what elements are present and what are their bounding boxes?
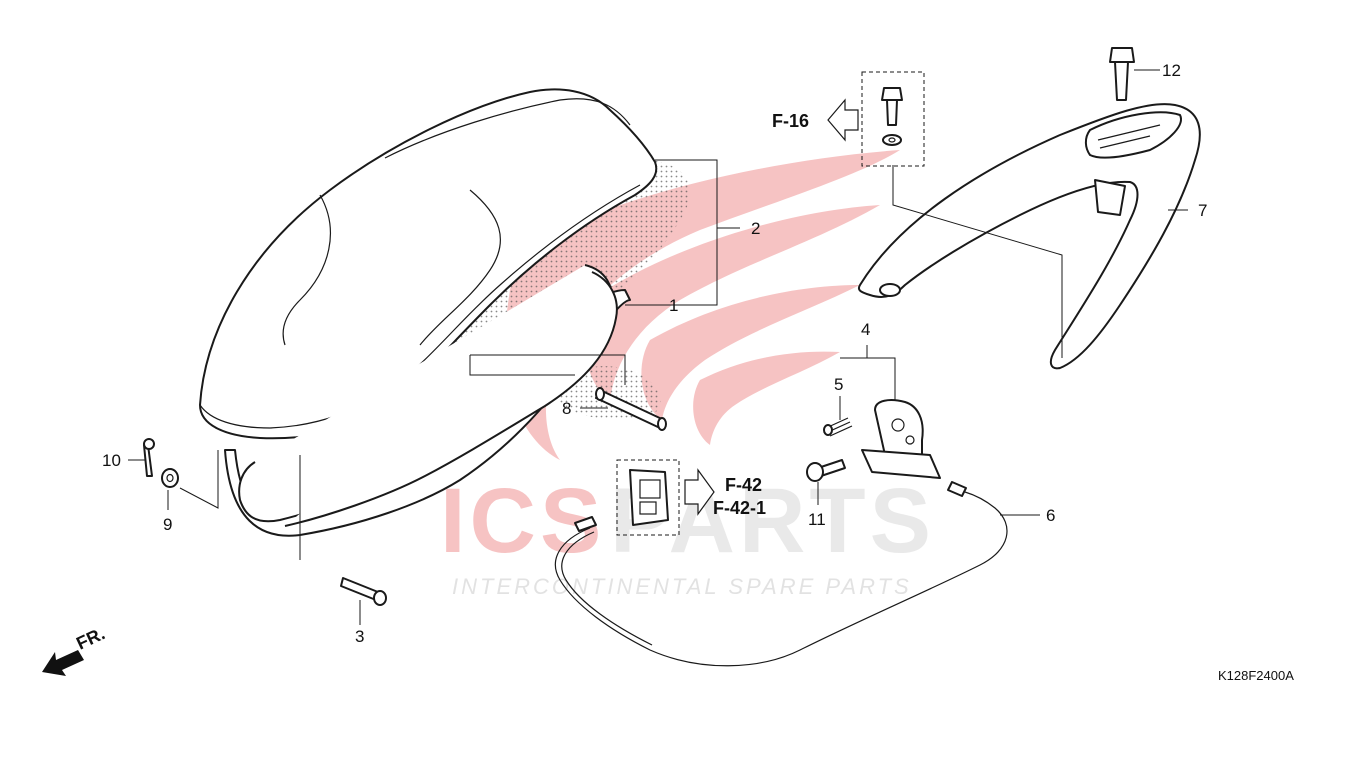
front-indicator: FR.: [42, 623, 108, 676]
seat-seal-strip-inner: [284, 271, 618, 527]
seat-contour-front: [282, 194, 331, 346]
reference-arrow-right-icon: [684, 468, 715, 516]
washer: [161, 468, 179, 488]
callout-12: 12: [1162, 61, 1181, 80]
reference-f16-label[interactable]: F-16: [772, 111, 809, 131]
front-direction-arrow-icon: [42, 650, 84, 676]
diagram-code: K128F2400A: [1218, 668, 1294, 683]
rail-mount-hardware: [861, 71, 925, 167]
callout-1: 1: [669, 296, 678, 315]
callout-10: 10: [102, 451, 121, 470]
callout-numbers: 1 2 3 4 5 6 7 8 9 10 11 12: [102, 61, 1207, 646]
front-label: FR.: [73, 623, 108, 653]
reference-f42[interactable]: F-42 F-42-1: [684, 468, 766, 518]
callout-7: 7: [1198, 201, 1207, 220]
callout-5: 5: [834, 375, 843, 394]
release-cable: [554, 481, 1008, 667]
tagline-text: INTERCONTINENTAL SPARE PARTS: [452, 574, 912, 599]
hinge-bolt: [340, 577, 387, 606]
callout-2: 2: [751, 219, 760, 238]
cotter-pin: [143, 438, 155, 477]
seat-assembly: [199, 88, 690, 537]
callout-6: 6: [1046, 506, 1055, 525]
latch-spring: [823, 417, 853, 437]
seat-contour-mid: [419, 189, 501, 346]
seat-stitch-line: [384, 98, 631, 159]
latch-bolt: [806, 459, 846, 482]
leader-lines: [128, 69, 1188, 625]
reference-arrow-left-icon: [827, 98, 859, 142]
reference-f42-label[interactable]: F-42: [725, 475, 762, 495]
seat-rod: [595, 387, 667, 431]
callout-3: 3: [355, 627, 364, 646]
reference-f42-1-label[interactable]: F-42-1: [713, 498, 766, 518]
callout-8: 8: [562, 399, 571, 418]
reference-f16[interactable]: F-16: [772, 98, 859, 142]
rail-bolt: [1109, 47, 1135, 101]
callout-4: 4: [861, 320, 870, 339]
seat-latch: [861, 399, 941, 479]
brand-left-text: ICS: [440, 470, 605, 572]
callout-9: 9: [163, 515, 172, 534]
seat-lock-hardware: [616, 459, 680, 536]
grab-rail: [857, 103, 1201, 370]
callout-11: 11: [808, 510, 826, 529]
